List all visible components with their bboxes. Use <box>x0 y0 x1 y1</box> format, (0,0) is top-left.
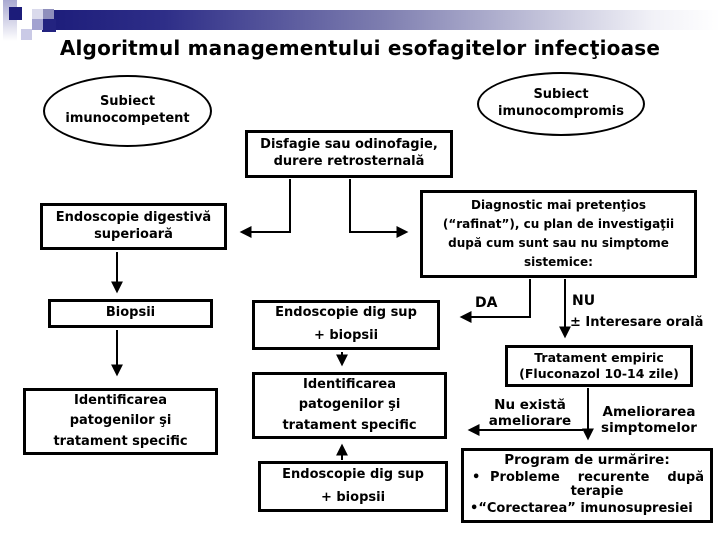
node-text-line: sistemice: <box>524 255 593 270</box>
edge-label-line: simptomelor <box>601 419 697 436</box>
node-text-line: tratament specific <box>53 433 188 449</box>
node-text-line: Tratament empiric <box>534 349 664 365</box>
node-text-line: Identificarea <box>303 377 396 393</box>
edge-label-line: ameliorare <box>488 412 572 429</box>
node-text-line: Identificarea <box>74 393 167 409</box>
header-decoration-square <box>43 9 54 20</box>
header-decoration-square <box>32 9 43 20</box>
node-subiect-imunocompromis: Subiect imunocompromis <box>477 72 645 136</box>
node-text-line: Endoscopie dig sup <box>282 466 424 482</box>
node-text-line: (“rafinat”), cu plan de investigaţii <box>442 216 675 231</box>
node-program-de-urmarire: Program de urmărire: • Probleme recurent… <box>461 448 713 523</box>
program-bullet-2-text: “Corectarea” imunosupresiei <box>478 501 693 517</box>
edge-label-line: Ameliorarea <box>602 404 696 420</box>
node-text-line: durere retrosternală <box>273 154 425 169</box>
node-text-line: Diagnostic mai pretenţios <box>470 197 647 212</box>
program-title: Program de urmărire: <box>504 452 670 468</box>
node-text-line: imunocompetent <box>65 111 190 126</box>
arrow-disfagie-to-endoscopie <box>239 179 291 238</box>
edge-label-ameliorarea-simptomelor: Ameliorarea simptomelor <box>597 404 701 436</box>
node-endoscopie-dig-sup-biopsii-sus: Endoscopie dig sup + biopsii <box>252 300 440 350</box>
node-diagnostic-pretentios: Diagnostic mai pretenţios (“rafinat”), c… <box>420 190 697 278</box>
edge-label-nu-exista-ameliorare: Nu există ameliorare <box>482 397 578 429</box>
node-text-line: + biopsii <box>320 489 386 505</box>
node-text-line: Endoscopie dig sup <box>275 305 417 321</box>
header-decoration-square <box>42 19 56 32</box>
node-text-line: Endoscopie digestivă <box>55 209 212 225</box>
node-tratament-empiric: Tratament empiric (Fluconazol 10-14 zile… <box>505 345 693 387</box>
program-bullet-2: •“Corectarea” imunosupresiei <box>470 501 704 517</box>
edge-label-da: DA <box>475 295 498 311</box>
header-decoration-square <box>9 7 22 20</box>
edge-label-line: Nu există <box>494 397 566 413</box>
edge-label-interesare-orala: ± Interesare orală <box>570 315 704 330</box>
slide-title: Algoritmul managementului esofagitelor i… <box>59 36 661 60</box>
node-text-line: Subiect <box>533 87 589 103</box>
node-endoscopie-digestiva-superioara: Endoscopie digestivă superioară <box>40 203 227 250</box>
arrow-disfagie-to-diagnostic <box>349 179 409 238</box>
node-text-line: (Fluconazol 10-14 zile) <box>519 366 679 381</box>
node-text-line: după cum sunt sau nu simptome <box>448 236 669 250</box>
node-text-line: patogenilor şi <box>298 397 401 413</box>
node-text-line: Subiect <box>99 94 156 110</box>
header-gradient-bar <box>42 10 720 30</box>
node-text-line: Biopsii <box>105 305 156 321</box>
node-text-line: Disfagie sau odinofagie, <box>260 137 438 153</box>
node-text-line: superioară <box>94 226 173 242</box>
edge-label-nu: NU <box>572 293 596 309</box>
program-bullet-1-line-1: Probleme recurente după <box>490 469 704 485</box>
header-decoration-square <box>21 29 32 40</box>
node-text-line: imunocompromis <box>497 104 624 119</box>
node-text-line: tratament specific <box>282 417 417 433</box>
program-bullet-1: • Probleme recurente după terapie <box>470 469 704 501</box>
node-endoscopie-dig-sup-biopsii-jos: Endoscopie dig sup + biopsii <box>258 461 448 512</box>
program-bullet-1-line-2: terapie <box>570 484 624 500</box>
node-biopsii: Biopsii <box>48 299 213 328</box>
node-identificarea-patogenilor-centru: Identificarea patogenilor şi tratament s… <box>252 372 447 439</box>
node-disfagie: Disfagie sau odinofagie, durere retroste… <box>245 130 453 178</box>
bullet-icon: • <box>472 469 481 485</box>
node-subiect-imunocompetent: Subiect imunocompetent <box>43 75 212 147</box>
node-identificarea-patogenilor-stanga: Identificarea patogenilor şi tratament s… <box>23 388 218 455</box>
node-text-line: + biopsii <box>313 328 379 343</box>
bullet-icon: • <box>470 501 479 517</box>
node-text-line: patogenilor şi <box>69 413 172 429</box>
header-decoration-square <box>32 19 43 30</box>
